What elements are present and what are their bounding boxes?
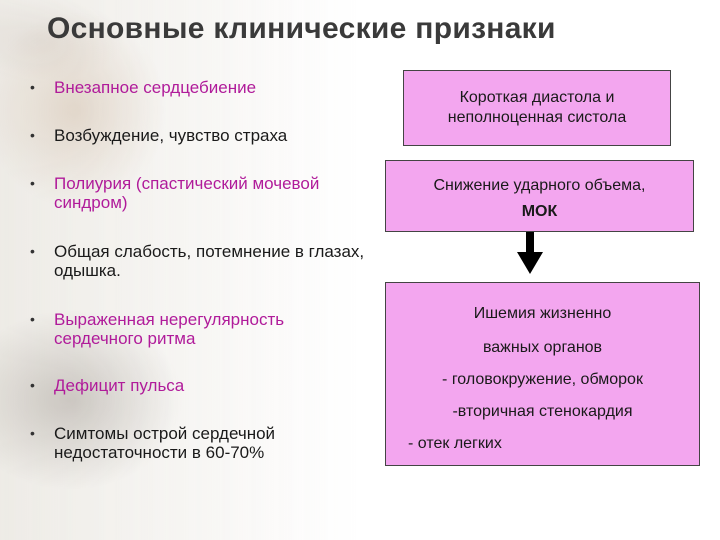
bullet-icon: • (30, 79, 35, 95)
box-short-diastole: Короткая диастола и неполноценная систол… (403, 70, 671, 146)
box-line: Снижение ударного объема, (433, 177, 646, 194)
box-line: МОК (521, 203, 558, 220)
box-line: Короткая диастола и (459, 89, 615, 106)
list-item-text: Общая слабость, потемнение в глазах, оды… (54, 242, 365, 280)
box-line: -вторичная стенокардия (452, 403, 633, 420)
box-line: Ишемия жизненно (473, 305, 612, 322)
bullet-icon: • (30, 175, 35, 191)
bullet-icon: • (30, 425, 35, 441)
box-ischemia: Ишемия жизненно важных органов - головок… (385, 282, 700, 466)
box-line: - головокружение, обморок (442, 371, 643, 388)
list-item-text: Дефицит пульса (54, 376, 185, 395)
list-item: • Общая слабость, потемнение в глазах, о… (30, 242, 375, 280)
list-item: • Внезапное сердцебиение (30, 78, 256, 97)
list-item-text: Внезапное сердцебиение (54, 78, 257, 97)
list-item-text: Симтомы острой сердечной недостаточности… (54, 424, 276, 462)
box-line: важных органов (482, 339, 603, 356)
bullet-icon: • (30, 127, 35, 143)
list-item-text: Полиурия (спастический мочевой синдром) (54, 174, 320, 212)
list-item-text: Возбуждение, чувство страха (54, 126, 288, 145)
bullet-icon: • (30, 377, 35, 393)
list-item: • Симтомы острой сердечной недостаточнос… (30, 424, 375, 462)
list-item: • Возбуждение, чувство страха (30, 126, 287, 145)
box-line: неполноценная систола (447, 109, 627, 126)
list-item: • Выраженная нерегулярность сердечного р… (30, 310, 375, 348)
list-item: • Полиурия (спастический мочевой синдром… (30, 174, 375, 212)
list-item-text: Выраженная нерегулярность сердечного рит… (54, 310, 285, 348)
box-stroke-volume: Снижение ударного объема, МОК (385, 160, 694, 232)
down-arrow-icon (517, 232, 543, 274)
slide-title: Основные клинические признаки (47, 12, 556, 45)
bullet-icon: • (30, 243, 35, 259)
background-photo (0, 0, 360, 540)
list-item: • Дефицит пульса (30, 376, 184, 395)
bullet-icon: • (30, 311, 35, 327)
box-line: - отек легких (408, 435, 502, 452)
